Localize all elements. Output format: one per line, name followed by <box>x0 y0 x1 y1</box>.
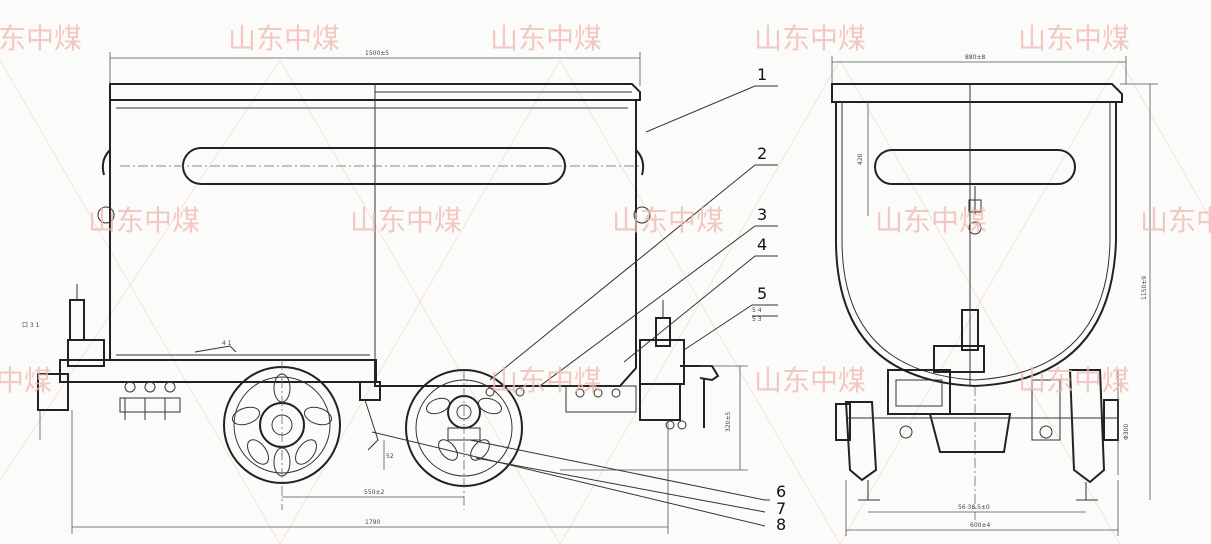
svg-text:5 3: 5 3 <box>752 316 762 323</box>
dim-body-length: 1500±5 <box>365 50 389 57</box>
watermark-10: 山东中煤 <box>1140 204 1211 237</box>
car-body <box>109 100 637 387</box>
watermark-8: 山东中煤 <box>612 204 724 237</box>
right-coupler <box>639 300 720 430</box>
watermark-4: 山东中煤 <box>754 22 866 55</box>
watermark-12: 山东中煤 <box>490 364 602 397</box>
dim-top-width: 880±8 <box>965 54 985 61</box>
end-rim <box>831 83 1123 103</box>
watermark-7: 山东中煤 <box>350 204 462 237</box>
watermark-13: 山东中煤 <box>754 364 866 397</box>
dim-overall-height: 1150±9 <box>1141 276 1148 300</box>
watermark-2: 山东中煤 <box>228 22 340 55</box>
watermark-11: 山东中煤 <box>0 364 52 397</box>
end-slot <box>874 149 1076 185</box>
watermark-5: 山东中煤 <box>1018 22 1130 55</box>
svg-text:4 1: 4 1 <box>222 340 232 347</box>
svg-text:320±5: 320±5 <box>725 412 732 432</box>
svg-text:5 4: 5 4 <box>752 307 762 314</box>
lug-left-top <box>101 149 111 176</box>
dim-overall-length: 1790 <box>365 519 380 526</box>
part-label-2: 2 <box>757 144 767 163</box>
watermarks: 山东中煤 山东中煤 山东中煤 山东中煤 山东中煤 山东中煤 山东中煤 山东中煤 … <box>0 22 1211 397</box>
svg-text:口 3 1: 口 3 1 <box>22 322 40 329</box>
lug-right <box>633 206 651 224</box>
watermark-1: 山东中煤 <box>0 22 82 55</box>
side-view: 1500±5 4 1 口 3 1 <box>22 50 762 534</box>
svg-text:56 38.5±0: 56 38.5±0 <box>958 504 990 511</box>
bolts-left <box>119 381 181 420</box>
watermark-lines <box>0 59 1211 544</box>
part-label-4: 4 <box>757 235 767 254</box>
svg-text:420: 420 <box>857 153 864 165</box>
bracket <box>364 399 379 451</box>
end-wheel-left <box>835 401 880 501</box>
part-label-5: 5 <box>757 284 767 303</box>
chassis-beam <box>59 359 377 383</box>
hook <box>968 221 982 235</box>
lug-left <box>97 206 115 224</box>
end-view: 880±8 420 1150±9 <box>831 54 1158 536</box>
dim-wheelbase: 550±2 <box>364 489 384 496</box>
part-callouts: 1 2 3 4 5 6 7 8 <box>371 65 786 534</box>
left-bumper <box>37 373 69 411</box>
part-label-6: 6 <box>776 482 786 501</box>
watermark-6: 山东中煤 <box>88 204 200 237</box>
bolts-right <box>485 385 637 413</box>
watermark-14: 山东中煤 <box>1018 364 1130 397</box>
svg-text:Φ300: Φ300 <box>1123 424 1130 440</box>
part-label-3: 3 <box>757 205 767 224</box>
watermark-9: 山东中煤 <box>875 204 987 237</box>
svg-text:52: 52 <box>386 453 394 460</box>
left-coupler <box>67 339 105 367</box>
end-frame <box>928 413 1012 453</box>
lug-right-top <box>635 149 645 176</box>
watermark-3: 山东中煤 <box>490 22 602 55</box>
dim-track-gauge: 600±4 <box>970 522 990 529</box>
part-label-8: 8 <box>776 515 786 534</box>
end-bumper <box>887 369 951 415</box>
top-rim <box>109 83 641 101</box>
part-label-7: 7 <box>776 499 786 518</box>
part-label-1: 1 <box>757 65 767 84</box>
